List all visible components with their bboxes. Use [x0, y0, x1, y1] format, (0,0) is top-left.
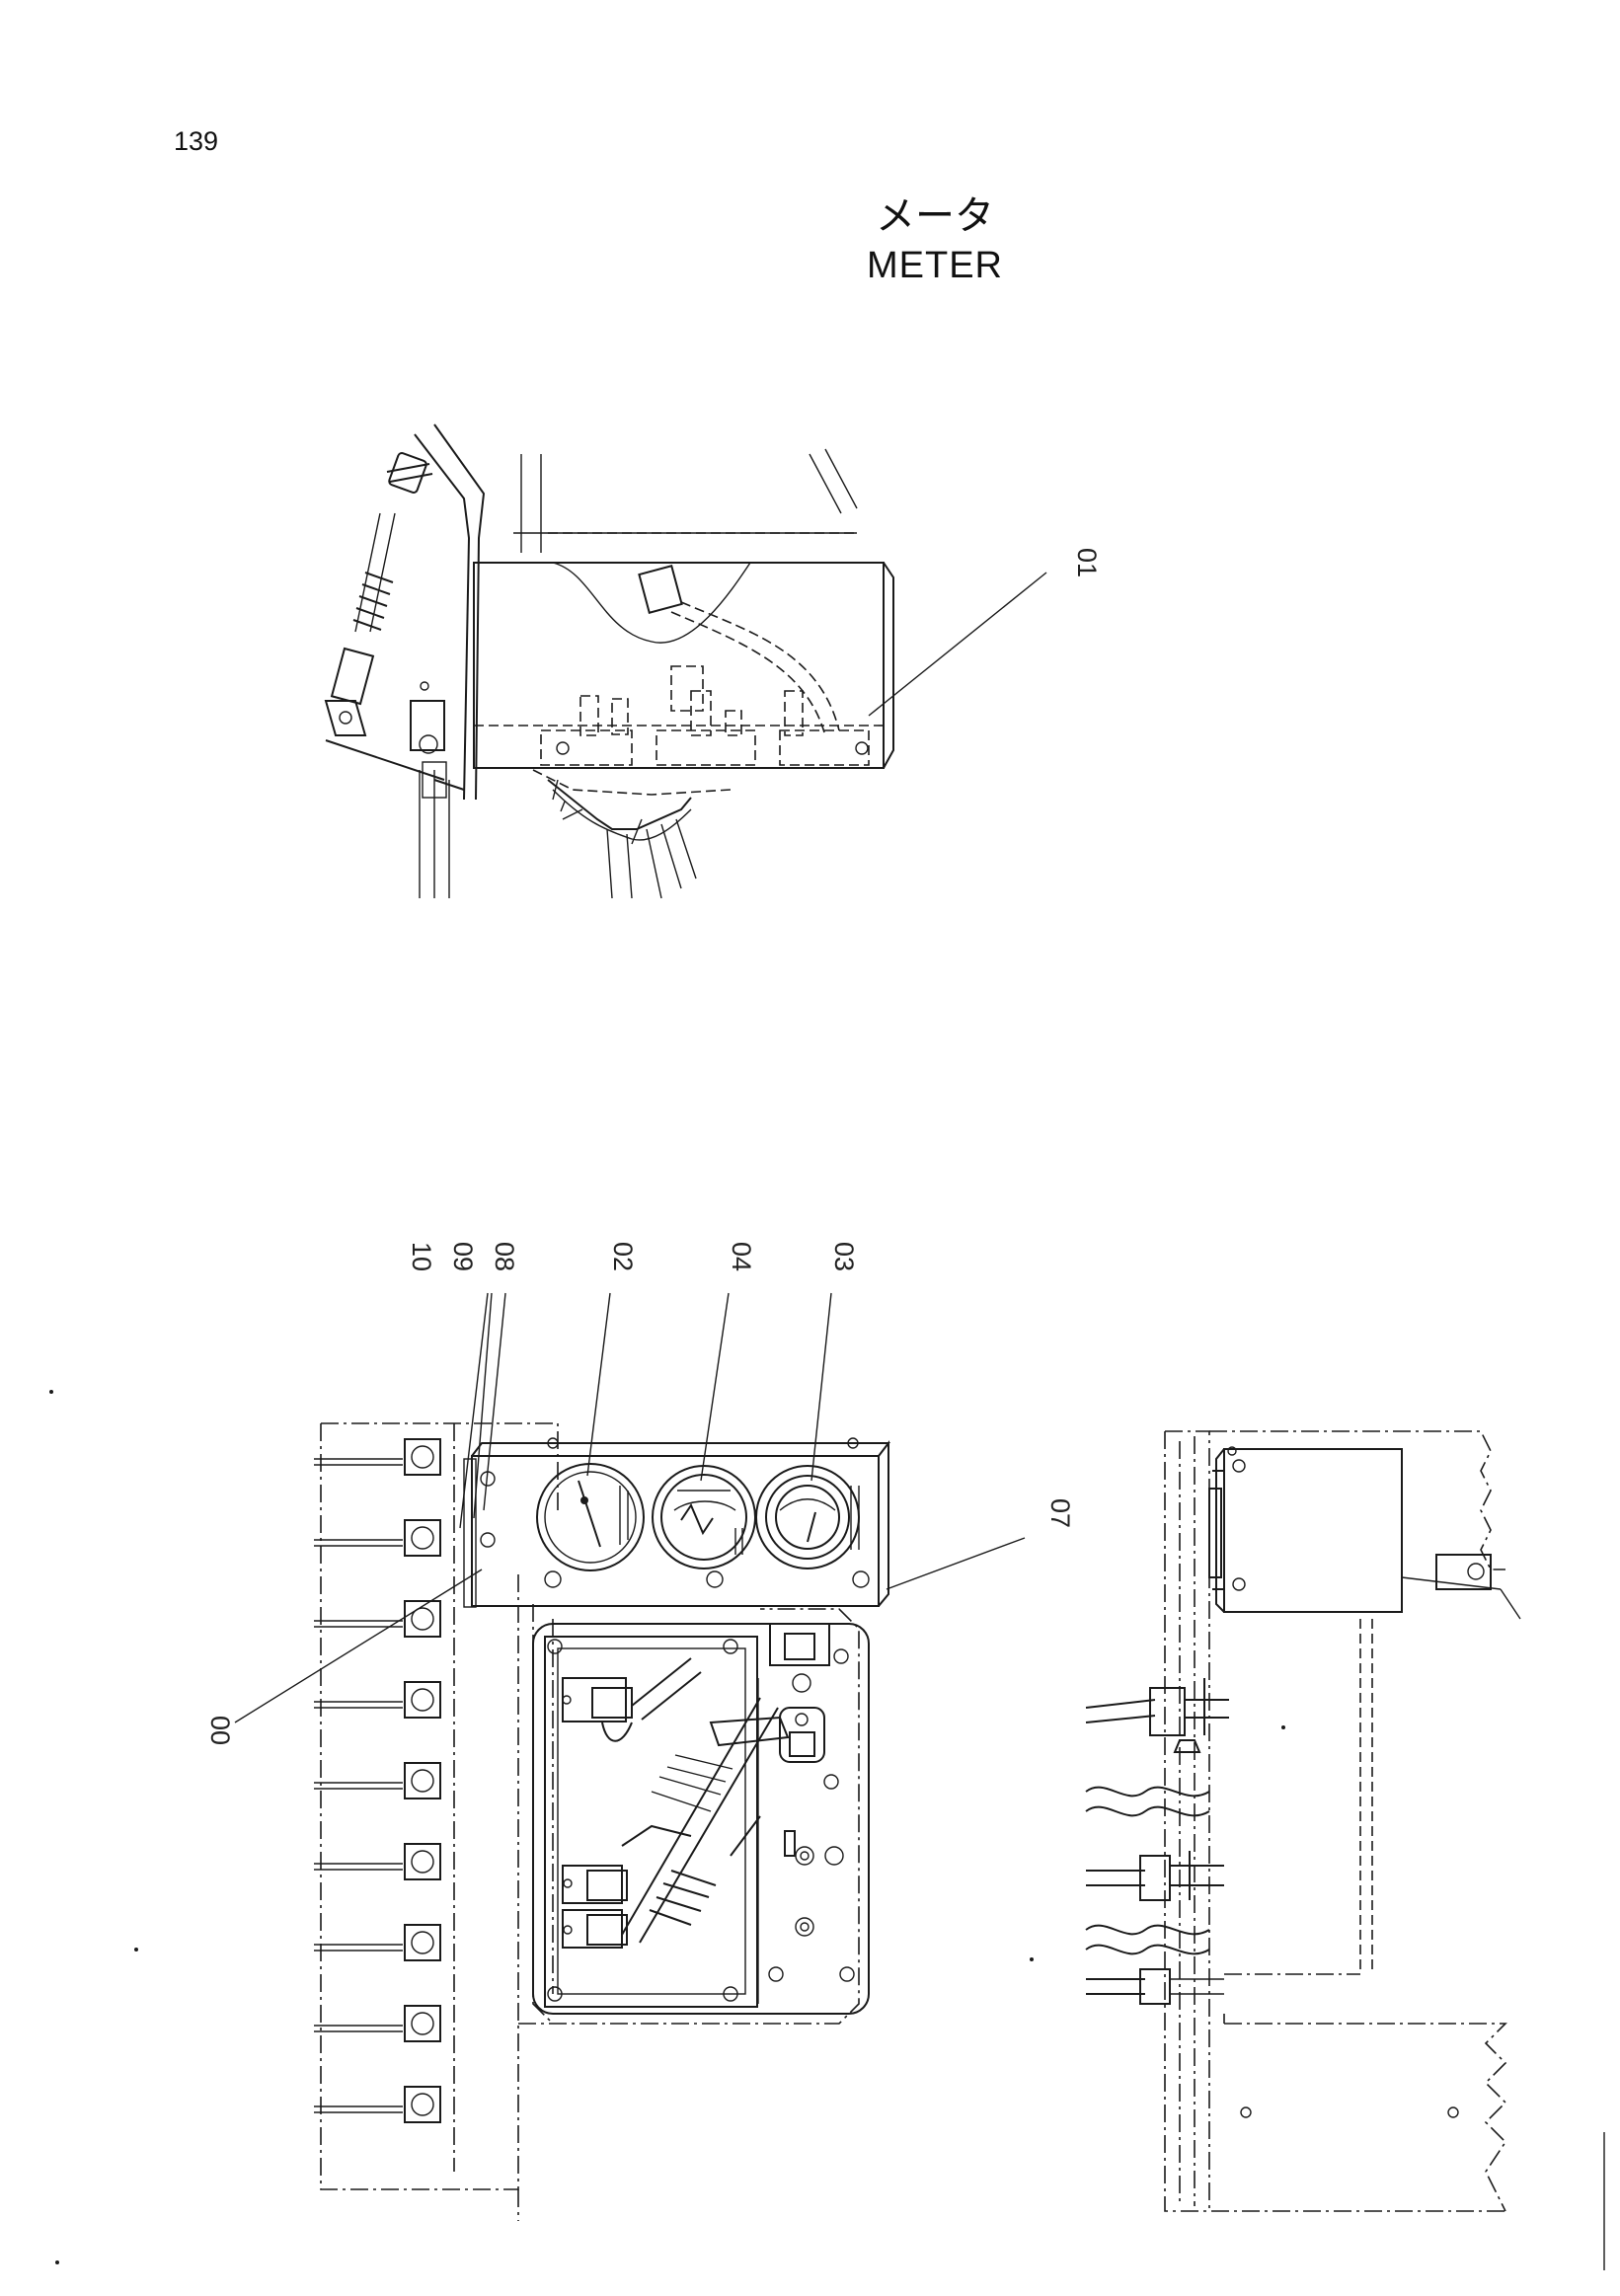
callout-label-03: 03 [829, 1242, 859, 1271]
callout-label-07: 07 [1045, 1498, 1075, 1528]
rod-nut [388, 452, 427, 494]
meter-panel [463, 1437, 891, 1608]
front-panel-view [314, 1422, 891, 2221]
fitting-column [314, 1438, 441, 2123]
callouts-front-panel: 10 09 08 02 04 03 07 00 [205, 1242, 1075, 1745]
callout-label-02: 02 [608, 1242, 638, 1271]
callout-label-08: 08 [490, 1242, 519, 1271]
side-view [1085, 1430, 1521, 2212]
title-japanese: メータ [876, 193, 994, 239]
callout-label-00: 00 [205, 1716, 235, 1745]
title-english: METER [867, 245, 1003, 286]
top-meter-box-view [324, 423, 894, 899]
control-block [532, 1623, 870, 2015]
callout-label-01: 01 [1072, 548, 1102, 577]
meter-panel-plate [471, 1455, 880, 1607]
hour-meter-gauge [755, 1465, 860, 1569]
callout-label-04: 04 [727, 1242, 756, 1271]
page-number: 139 [174, 126, 219, 156]
callout-label-09: 09 [448, 1242, 478, 1271]
pressure-gauge [536, 1463, 645, 1571]
meter-box-side [1223, 1448, 1403, 1613]
temperature-gauge [652, 1465, 756, 1569]
callout-01: 01 [868, 548, 1102, 717]
callout-label-10: 10 [407, 1242, 436, 1271]
connector-plug [638, 565, 683, 614]
